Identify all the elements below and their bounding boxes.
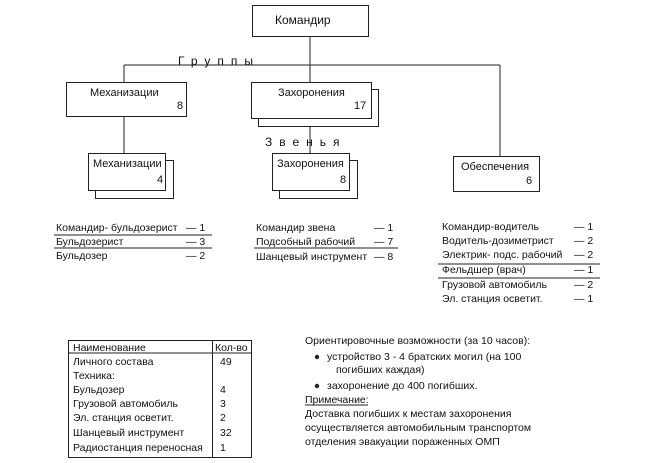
table-cell-count: 3 — [220, 398, 226, 410]
link-burial-box — [272, 153, 350, 191]
burial-roster-item: Командир звена — [256, 222, 336, 234]
support-roster-count: — 2 — [574, 279, 594, 291]
support-roster-item: Электрик- подс. рабочий — [442, 249, 563, 261]
table-cell-count: 49 — [220, 356, 232, 368]
capability-bullet-1-line-2: погибших каждая) — [336, 364, 425, 376]
table-cell-name: Техника: — [73, 370, 115, 382]
mech-roster-count: — 3 — [186, 236, 206, 248]
burial-roster-count: — 8 — [374, 251, 394, 263]
commander-box — [252, 5, 369, 37]
links-label: Звенья — [265, 135, 347, 149]
mech-roster-item: Командир- бульдозерист — [56, 222, 178, 234]
link-burial-label: Захоронения — [277, 158, 344, 170]
burial-roster-item: Шанцевый инструмент — [256, 251, 368, 263]
mech-roster-item: Бульдозер — [56, 250, 108, 262]
table-cell-count: 2 — [220, 412, 226, 424]
note-line-2: осуществляется автомобильным транспортом — [305, 422, 532, 434]
capability-bullet-2: захоронение до 400 погибших. — [327, 380, 478, 392]
table-cell-count: 1 — [220, 442, 226, 454]
groups-label: Группы — [178, 54, 260, 68]
group-burial-box — [251, 82, 372, 119]
mech-roster-count: — 1 — [186, 222, 206, 234]
link-support-box — [453, 156, 540, 192]
capabilities-title: Ориентировочные возможности (за 10 часов… — [305, 335, 531, 347]
burial-roster-item: Подсобный рабочий — [256, 236, 356, 248]
table-cell-name: Грузовой автомобиль — [73, 398, 178, 410]
support-roster-item: Грузовой автомобиль — [442, 279, 547, 291]
support-roster-count: — 1 — [574, 264, 594, 276]
group-burial-count: 17 — [354, 100, 367, 112]
group-mechanization-count: 8 — [177, 100, 184, 112]
table-cell-name: Личного состава — [73, 356, 154, 368]
burial-roster-count: — 7 — [374, 236, 394, 248]
link-mechanization-count: 4 — [157, 174, 164, 186]
table-cell-name: Бульдозер — [73, 384, 125, 396]
group-mechanization-box — [66, 82, 187, 117]
note-title: Примечание: — [305, 394, 369, 406]
support-roster-item: Фельдшер (врач) — [442, 264, 526, 276]
table-cell-count: 4 — [220, 384, 226, 396]
note-line-1: Доставка погибших к местам захоронения — [305, 408, 512, 420]
support-roster-item: Водитель-дозиметрист — [442, 235, 554, 247]
note-line-3: отделения эвакуации пораженных ОМП — [305, 436, 500, 448]
table-cell-count: 32 — [220, 427, 232, 439]
mech-roster-count: — 2 — [186, 250, 206, 262]
burial-roster-count: — 1 — [374, 222, 394, 234]
table-header-count: Кол-во — [215, 342, 248, 354]
support-roster-item: Эл. станция осветит. — [442, 293, 543, 305]
table-header-name: Наименование — [73, 342, 146, 354]
mech-roster-item: Бульдозерист — [56, 236, 124, 248]
table-cell-name: Радиостанция переносная — [73, 442, 203, 454]
group-mechanization-label: Механизации — [90, 87, 159, 99]
link-mechanization-box — [88, 153, 166, 191]
link-support-count: 6 — [526, 175, 533, 187]
commander-label: Командир — [275, 13, 331, 27]
link-mechanization-label: Механизации — [93, 158, 162, 170]
link-burial-count: 8 — [340, 174, 347, 186]
group-burial-label: Захоронения — [278, 87, 345, 99]
support-roster-count: — 1 — [574, 221, 594, 233]
capability-bullet-1-line-1: устройство 3 - 4 братских могил (на 100 — [327, 351, 522, 363]
support-roster-count: — 2 — [574, 235, 594, 247]
table-cell-name: Шанцевый инструмент — [73, 427, 185, 439]
support-roster-item: Командир-водитель — [442, 221, 539, 233]
link-support-label: Обеспечения — [461, 161, 530, 173]
support-roster-count: — 1 — [574, 293, 594, 305]
table-cell-name: Эл. станция осветит. — [73, 412, 174, 424]
support-roster-count: — 2 — [574, 249, 594, 261]
